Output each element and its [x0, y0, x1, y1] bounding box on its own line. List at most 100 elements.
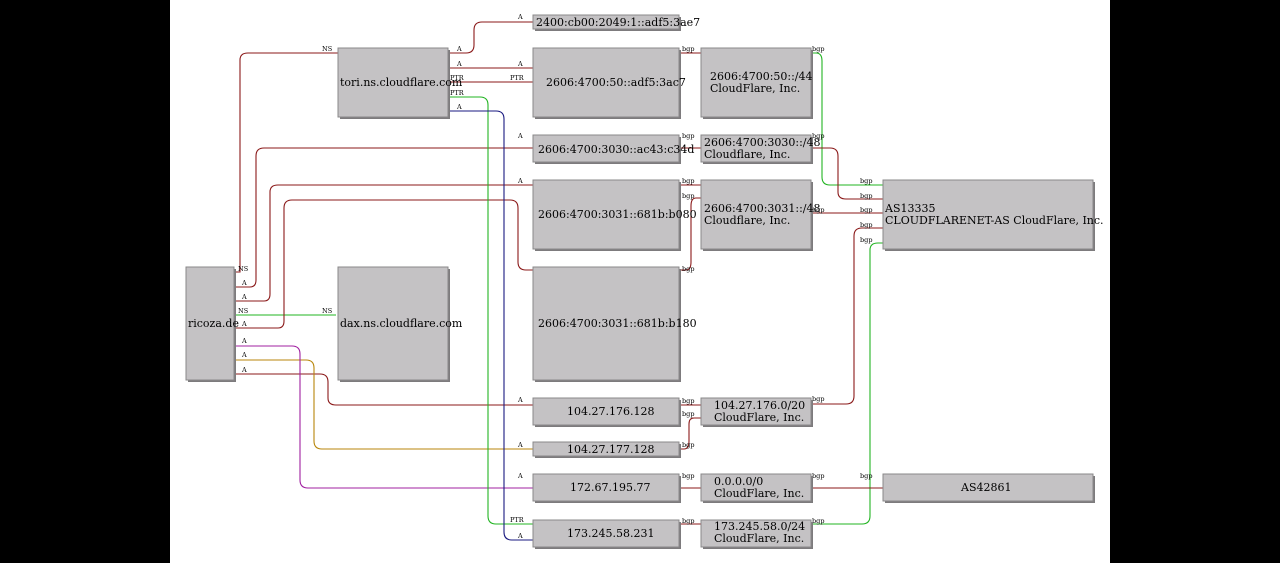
node-ip-3031a-label: 2606:4700:3031::681b:b080	[538, 208, 697, 221]
edge-label-a: A	[517, 396, 523, 404]
node-as13335-line1: AS13335	[884, 202, 935, 215]
edge-label-bgp: bgp	[812, 517, 824, 525]
edge-label-bgp: bgp	[682, 410, 694, 418]
node-ip-176-label: 104.27.176.128	[567, 405, 654, 418]
node-as42861[interactable]: AS42861	[882, 473, 1095, 503]
node-ip-50[interactable]: 2606:4700:50::adf5:3ac7	[532, 47, 686, 119]
edge-label-bgp: bgp	[682, 192, 694, 200]
node-prefix-3030-line1: 2606:4700:3030::/48	[704, 136, 821, 149]
edge-label-ns: NS	[322, 45, 332, 53]
node-prefix-173-line2: CloudFlare, Inc.	[714, 532, 804, 545]
edge-label-ptr: PTR	[510, 516, 525, 524]
edge-ricoza-3031a	[236, 184, 533, 302]
node-ip-176[interactable]: 104.27.176.128	[532, 397, 681, 427]
node-ricoza[interactable]: ricoza.de	[185, 266, 239, 382]
node-prefix-176-line1: 104.27.176.0/20	[714, 399, 805, 412]
edge-label-a: A	[456, 45, 462, 53]
edge-ricoza-177	[236, 359, 533, 450]
node-as42861-label: AS42861	[960, 481, 1011, 494]
dns-graph-canvas: NS NS A A NS NS A A A A A A PTR PTR A A …	[170, 0, 1110, 563]
edge-label-a: A	[241, 366, 247, 374]
edge-label-ns: NS	[238, 265, 248, 273]
edge-label-a: A	[517, 177, 523, 185]
node-tori[interactable]: tori.ns.cloudflare.com	[337, 47, 463, 119]
edge-ricoza-tori-ns	[236, 52, 338, 273]
node-prefix-0[interactable]: 0.0.0.0/0 CloudFlare, Inc.	[700, 473, 813, 503]
edge-label-bgp: bgp	[860, 221, 872, 229]
node-tori-label: tori.ns.cloudflare.com	[340, 76, 463, 89]
node-ip-3031b-label: 2606:4700:3031::681b:b180	[538, 317, 697, 330]
edge-label-ptr: PTR	[450, 74, 465, 82]
node-prefix-3030[interactable]: 2606:4700:3030::/48 Cloudflare, Inc.	[700, 134, 821, 164]
edge-labels: NS NS A A NS NS A A A A A A PTR PTR A A …	[238, 13, 872, 540]
edge-label-bgp: bgp	[860, 472, 872, 480]
edge-label-bgp: bgp	[812, 206, 824, 214]
edge-label-ns: NS	[322, 307, 332, 315]
node-prefix-176-line2: CloudFlare, Inc.	[714, 411, 804, 424]
edge-label-bgp: bgp	[812, 45, 824, 53]
edge-pfx50-as	[811, 52, 883, 186]
edge-label-a: A	[517, 532, 523, 540]
node-dax-label: dax.ns.cloudflare.com	[340, 317, 463, 330]
edge-label-bgp: bgp	[860, 177, 872, 185]
edge-label-ns: NS	[238, 307, 248, 315]
node-ip-3030[interactable]: 2606:4700:3030::ac43:c34d	[532, 134, 694, 164]
node-ip-177-label: 104.27.177.128	[567, 443, 654, 456]
node-dax[interactable]: dax.ns.cloudflare.com	[337, 266, 463, 382]
edge-label-bgp: bgp	[682, 397, 694, 405]
node-prefix-3031[interactable]: 2606:4700:3031::/48 Cloudflare, Inc.	[700, 179, 821, 251]
edge-label-bgp: bgp	[682, 472, 694, 480]
edge-label-a: A	[517, 60, 523, 68]
edge-label-bgp: bgp	[682, 265, 694, 273]
edge-label-bgp: bgp	[682, 441, 694, 449]
edge-label-bgp: bgp	[860, 236, 872, 244]
edge-label-a: A	[241, 337, 247, 345]
edge-pfx3030-as	[811, 147, 883, 200]
edge-label-bgp: bgp	[812, 472, 824, 480]
node-as13335[interactable]: AS13335 CLOUDFLARENET-AS CloudFlare, Inc…	[882, 179, 1104, 251]
node-prefix-50-line1: 2606:4700:50::/44	[710, 70, 813, 83]
edge-label-a: A	[241, 351, 247, 359]
edge-pfx173-as	[811, 242, 883, 525]
node-prefix-50[interactable]: 2606:4700:50::/44 CloudFlare, Inc.	[700, 47, 813, 119]
node-prefix-0-line2: CloudFlare, Inc.	[714, 487, 804, 500]
node-ip-173[interactable]: 173.245.58.231	[532, 519, 681, 549]
edge-tori-173-a	[450, 110, 533, 541]
edge-ricoza-3030	[236, 147, 533, 288]
node-ip-172[interactable]: 172.67.195.77	[532, 473, 681, 503]
edge-ricoza-176	[236, 373, 533, 406]
edge-177-pfx	[681, 417, 701, 450]
node-ip-3030-label: 2606:4700:3030::ac43:c34d	[538, 143, 694, 156]
node-prefix-173[interactable]: 173.245.58.0/24 CloudFlare, Inc.	[700, 519, 813, 549]
edge-tori-173-ptr	[450, 96, 533, 525]
edge-label-ptr: PTR	[450, 89, 465, 97]
edge-label-a: A	[241, 293, 247, 301]
edge-label-bgp: bgp	[682, 517, 694, 525]
edges	[236, 21, 883, 541]
edge-label-bgp: bgp	[860, 206, 872, 214]
node-prefix-3030-line2: Cloudflare, Inc.	[704, 148, 790, 161]
edge-label-a: A	[517, 472, 523, 480]
node-ip-50-label: 2606:4700:50::adf5:3ac7	[546, 76, 686, 89]
node-ip-3031a[interactable]: 2606:4700:3031::681b:b080	[532, 179, 697, 251]
edge-label-a: A	[517, 441, 523, 449]
node-prefix-176[interactable]: 104.27.176.0/20 CloudFlare, Inc.	[700, 397, 813, 427]
node-prefix-3031-line1: 2606:4700:3031::/48	[704, 202, 821, 215]
node-prefix-0-line1: 0.0.0.0/0	[714, 475, 763, 488]
node-ip-2400[interactable]: 2400:cb00:2049:1::adf5:3ae7	[532, 14, 700, 31]
node-ricoza-label: ricoza.de	[188, 317, 239, 330]
node-prefix-3031-line2: Cloudflare, Inc.	[704, 214, 790, 227]
edge-label-a: A	[517, 13, 523, 21]
node-ip-177[interactable]: 104.27.177.128	[532, 441, 681, 458]
node-ip-173-label: 173.245.58.231	[567, 527, 654, 540]
edge-pfx176-as	[811, 227, 883, 405]
edge-label-a: A	[456, 103, 462, 111]
node-ip-172-label: 172.67.195.77	[570, 481, 650, 494]
node-prefix-50-line2: CloudFlare, Inc.	[710, 82, 800, 95]
edge-label-a: A	[241, 320, 247, 328]
node-ip-3031b[interactable]: 2606:4700:3031::681b:b180	[532, 266, 697, 382]
node-as13335-line2: CLOUDFLARENET-AS CloudFlare, Inc.	[885, 214, 1104, 227]
edge-label-bgp: bgp	[860, 192, 872, 200]
edge-label-a: A	[456, 60, 462, 68]
edge-tori-2400	[450, 21, 533, 54]
